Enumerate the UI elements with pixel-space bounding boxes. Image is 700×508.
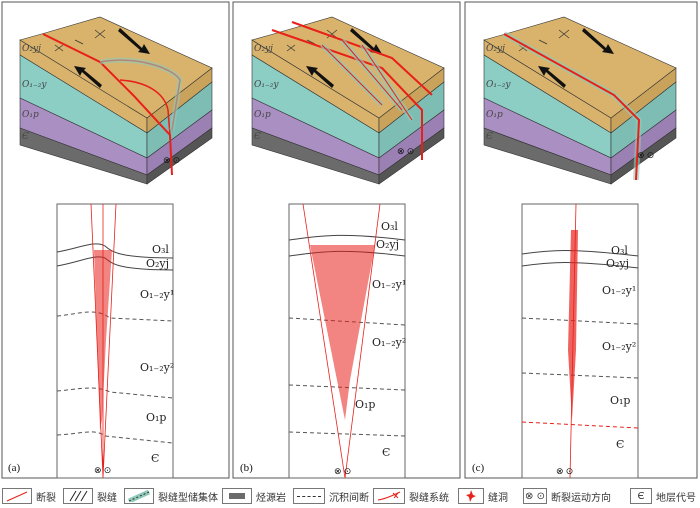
stratum-label: O₁₋₂y²: [602, 340, 637, 353]
fracture-system-icon: [373, 488, 405, 504]
stratum-label: O₁₋₂y¹: [372, 278, 407, 291]
block-label-top: O₂yj: [22, 44, 41, 54]
block-label-mid: O₁₋₂y: [254, 80, 279, 90]
panel-label: (a): [8, 462, 21, 474]
legend-item-vug: 缝洞: [458, 486, 508, 506]
legend-item-fault-motion: ⊗ ⊙ 断裂运动方向: [523, 486, 611, 506]
stratum-label: O₂yj: [606, 257, 630, 270]
block-label-low: O₁p: [22, 110, 39, 120]
stratum-label: O₁p: [146, 411, 167, 424]
block-label-mid: O₁₋₂y: [22, 80, 47, 90]
column-a: [56, 203, 174, 479]
block-label-low: O₁p: [486, 110, 503, 120]
block-label-low: O₁p: [254, 110, 271, 120]
block-label-base: Є: [254, 132, 261, 142]
stratum-label: O₃l: [152, 243, 169, 256]
fault-line-icon: [2, 488, 32, 504]
stratum-label: O₁₋₂y²: [372, 336, 407, 349]
stratum-code-icon: Є: [630, 488, 652, 504]
stratum-label: O₁p: [355, 398, 376, 411]
panel-label: (c): [472, 462, 485, 474]
panel-label: (b): [240, 462, 253, 474]
block-label-base: Є: [22, 132, 29, 142]
fault-motion-symbol: ⊗ ⊙: [556, 466, 574, 476]
stratum-label: Є: [382, 446, 391, 459]
block-label-base: Є: [486, 132, 493, 142]
fault-motion-icon: ⊗ ⊙: [523, 488, 547, 504]
stratum-label: O₁₋₂y²: [140, 361, 175, 374]
legend-item-unconformity: 沉积间断: [293, 486, 369, 506]
column-c: [521, 203, 639, 479]
legend-label: 缝洞: [488, 492, 508, 504]
source-rock-icon: [222, 488, 252, 504]
fault-motion-symbol: ⊗ ⊙: [163, 155, 181, 165]
stratum-label: O₁p: [610, 394, 631, 407]
block-diagram-b: [251, 16, 445, 185]
stratum-label: O₁₋₂y¹: [602, 284, 637, 297]
legend-label: 断裂运动方向: [551, 492, 611, 504]
legend-item-source-rock: 烃源岩: [222, 486, 286, 506]
stratum-label: Є: [151, 452, 160, 465]
block-label-top: O₂yj: [254, 44, 273, 54]
legend-item-stratum-code: Є 地层代号: [630, 486, 696, 506]
stratum-label: O₂yj: [146, 257, 170, 270]
block-label-top: O₂yj: [486, 44, 505, 54]
stratum-label: O₁₋₂y¹: [140, 288, 175, 301]
fracture-reservoir-icon: [124, 488, 154, 504]
vug-icon: [458, 488, 484, 504]
unconformity-icon: [293, 488, 325, 504]
legend-item-fracture-system: 裂缝系统: [373, 486, 449, 506]
stratum-label: Є: [616, 438, 625, 451]
stratum-label: O₂yj: [376, 238, 400, 251]
legend-item-fault: 断裂: [2, 486, 56, 506]
stratum-label: O₃l: [381, 220, 398, 233]
legend-label: 断裂: [36, 492, 56, 504]
fault-motion-symbol: ⊗ ⊙: [637, 150, 655, 160]
block-label-mid: O₁₋₂y: [486, 80, 511, 90]
block-diagram-a: [19, 16, 213, 185]
fault-motion-symbol: ⊗ ⊙: [94, 465, 112, 475]
fracture-icon: [63, 488, 93, 504]
fault-motion-symbol: ⊗ ⊙: [397, 146, 415, 156]
legend-item-fracture-reservoir: 裂缝型储集体: [124, 486, 218, 506]
column-b: [288, 203, 406, 479]
legend: 断裂 裂缝 裂缝型储集体 烃源岩 沉积间断 裂缝系统 缝洞 ⊗ ⊙ 断裂运动方向…: [0, 486, 700, 506]
fault-motion-symbol: ⊗ ⊙: [334, 466, 352, 476]
legend-label: 地层代号: [656, 492, 696, 504]
block-diagram-c: [483, 16, 677, 185]
legend-label: 裂缝: [97, 492, 117, 504]
legend-label: 沉积间断: [329, 492, 369, 504]
legend-label: 裂缝系统: [409, 492, 449, 504]
stratum-label: O₃l: [611, 244, 628, 257]
legend-label: 烃源岩: [256, 492, 286, 504]
legend-label: 裂缝型储集体: [158, 492, 218, 504]
legend-item-fracture: 裂缝: [63, 486, 117, 506]
